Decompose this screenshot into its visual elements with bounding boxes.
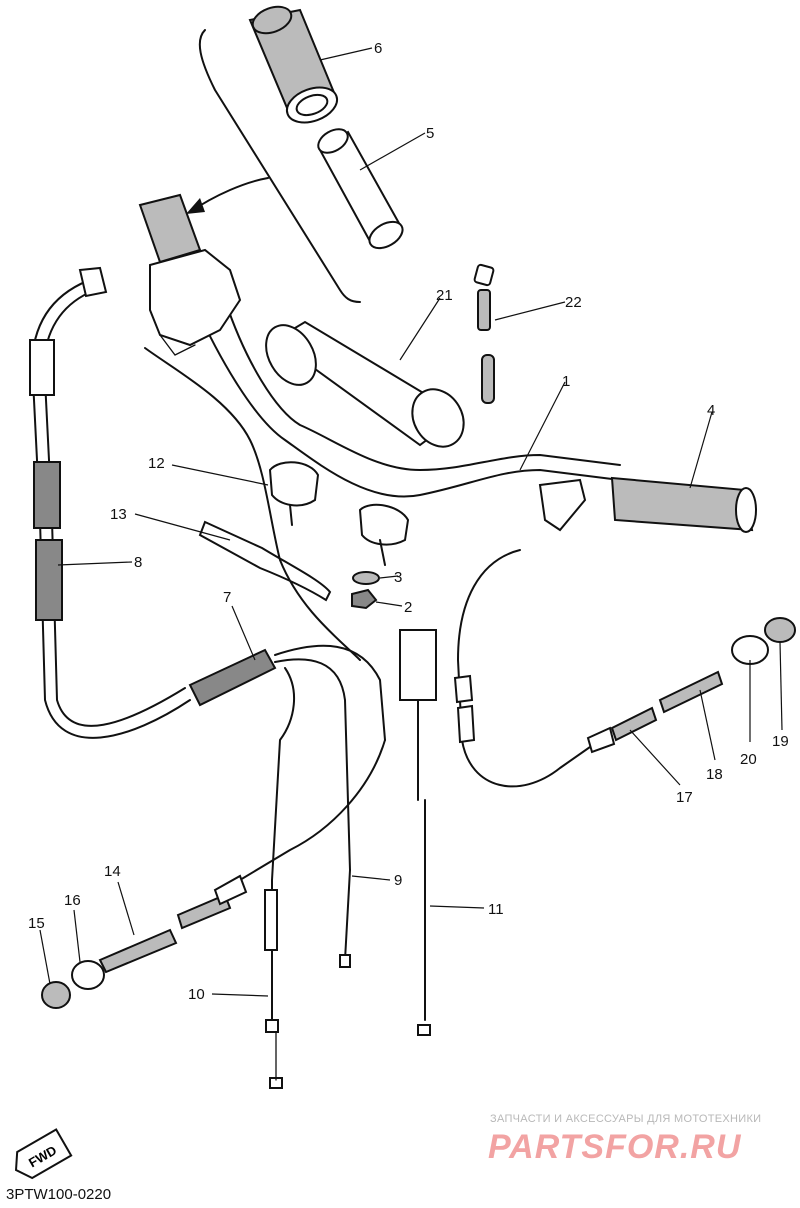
callout-22: 22 bbox=[565, 294, 582, 311]
inset-arrowhead bbox=[186, 198, 205, 214]
callout-14: 14 bbox=[104, 863, 121, 880]
watermark-logo: PARTSFOR.RU bbox=[488, 1128, 742, 1166]
callout-5: 5 bbox=[426, 125, 434, 142]
part-17-18-cable bbox=[453, 549, 724, 788]
callout-4: 4 bbox=[707, 402, 715, 419]
callout-9: 9 bbox=[394, 872, 402, 889]
part-20-sleeve bbox=[731, 635, 769, 665]
callout-10: 10 bbox=[188, 986, 205, 1003]
inset-bracket-curve bbox=[198, 29, 361, 303]
callout-19: 19 bbox=[772, 733, 789, 750]
lower-cables bbox=[264, 629, 437, 1089]
callout-17: 17 bbox=[676, 789, 693, 806]
callout-20: 20 bbox=[740, 751, 757, 768]
part-1-handlebar bbox=[194, 299, 621, 498]
part-14-adjuster bbox=[98, 874, 248, 974]
callout-21: 21 bbox=[436, 287, 453, 304]
callout-8: 8 bbox=[134, 554, 142, 571]
left-switch-housing bbox=[138, 193, 242, 356]
callout-7: 7 bbox=[223, 589, 231, 606]
callout-11: 11 bbox=[488, 901, 504, 918]
fwd-arrow: FWD bbox=[14, 1128, 73, 1180]
callout-2: 2 bbox=[404, 599, 412, 616]
part-4-right-grip bbox=[538, 476, 757, 533]
callout-labels: 6 5 21 22 1 4 12 13 8 3 7 2 9 14 16 11 1… bbox=[28, 40, 789, 1003]
part-21-grip-end bbox=[265, 320, 465, 448]
callout-12: 12 bbox=[148, 455, 165, 472]
part-3-washer bbox=[352, 571, 380, 585]
part-19-cap bbox=[764, 617, 796, 643]
callout-6: 6 bbox=[374, 40, 382, 57]
watermark-tagline: ЗАПЧАСТИ И АКСЕССУАРЫ ДЛЯ МОТОТЕХНИКИ bbox=[490, 1113, 762, 1125]
part-22-clip bbox=[473, 263, 495, 404]
callout-15: 15 bbox=[28, 915, 45, 932]
part-8-clutch-cable bbox=[29, 266, 191, 739]
callout-18: 18 bbox=[706, 766, 723, 783]
part-13-cable-tie bbox=[198, 520, 332, 602]
callout-16: 16 bbox=[64, 892, 81, 909]
part-2-nut bbox=[351, 588, 378, 610]
part-15-cap bbox=[41, 981, 71, 1009]
handlebar-holders bbox=[268, 461, 410, 566]
part-7-throttle-cables bbox=[188, 644, 386, 881]
drawing-code: 3PTW100-0220 bbox=[6, 1186, 112, 1203]
part-5-throttle-tube bbox=[317, 128, 404, 250]
part-12-cable bbox=[144, 347, 361, 661]
part-16-sleeve bbox=[71, 960, 105, 990]
callout-3: 3 bbox=[394, 569, 402, 586]
callout-1: 1 bbox=[562, 373, 570, 390]
leader-lines bbox=[39, 47, 783, 997]
part-6-grip bbox=[248, 5, 339, 124]
callout-13: 13 bbox=[110, 506, 127, 523]
